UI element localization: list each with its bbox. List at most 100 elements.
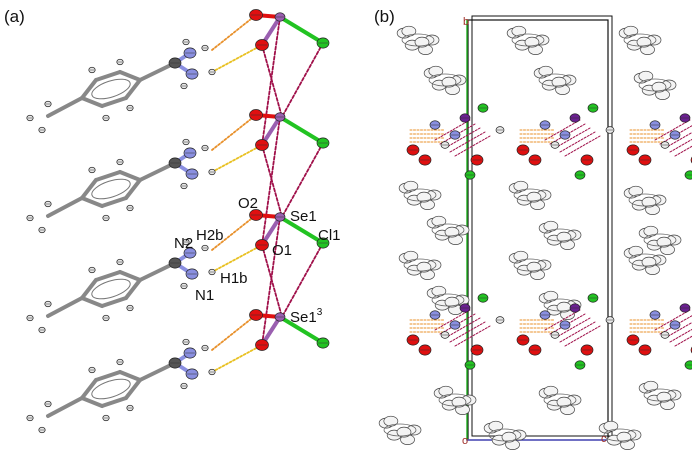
carbon-atom: [603, 420, 619, 432]
carbon-atom: [616, 431, 632, 443]
bond: [80, 378, 98, 400]
carbon-atom: [551, 76, 567, 88]
carbon-atom: [444, 296, 460, 308]
bond: [80, 96, 104, 108]
atom-label-h2b: H2b: [196, 227, 224, 244]
axis-label-b: b: [463, 16, 469, 28]
carbon-atom: [641, 196, 657, 208]
aromatic-ring: [431, 223, 465, 237]
contact-line: [261, 44, 283, 118]
aromatic-ring: [623, 33, 657, 47]
contact-line: [261, 144, 283, 218]
atom-label-se1-symmetry: Se13: [290, 307, 323, 326]
carbon-atom: [438, 385, 454, 397]
carbon-atom: [431, 215, 447, 227]
carbon-atom: [488, 420, 504, 432]
bond: [138, 261, 177, 282]
carbon-atom: [628, 185, 644, 197]
contact-line: [211, 114, 257, 151]
atom-label-n2: N2: [174, 235, 193, 252]
bond: [94, 370, 122, 382]
carbon-atom: [501, 431, 517, 443]
aromatic-ring: [543, 393, 577, 407]
bond: [46, 196, 84, 218]
carbon-atom: [543, 290, 559, 302]
aromatic-ring: [643, 388, 677, 402]
bond: [278, 15, 325, 45]
carbon-atom: [513, 250, 529, 262]
contact-line: [281, 42, 324, 118]
contact-line: [439, 123, 476, 145]
contact-line: [211, 214, 257, 251]
bond: [80, 278, 98, 300]
carbon-atom: [416, 261, 432, 273]
carbon-atom: [543, 385, 559, 397]
bond: [46, 96, 84, 118]
carbon-atom: [431, 285, 447, 297]
atom-label-n1: N1: [195, 287, 214, 304]
bond: [124, 78, 142, 100]
contact-line: [211, 314, 257, 351]
contact-line: [554, 317, 591, 339]
carbon-atom: [403, 180, 419, 192]
carbon-atom: [416, 191, 432, 203]
bond: [118, 170, 142, 182]
contact-line: [261, 244, 283, 318]
aromatic-ring: [403, 188, 437, 202]
carbon-atom: [401, 25, 417, 37]
panel-a-label: (a): [4, 7, 25, 26]
contact-line: [544, 119, 581, 141]
aromatic-ring: [513, 188, 547, 202]
contact-line: [211, 144, 263, 173]
aromatic-ring: [91, 178, 131, 200]
bond: [124, 278, 142, 300]
contact-line: [654, 309, 691, 331]
bond: [118, 70, 142, 82]
bond: [80, 196, 104, 208]
contact-line: [549, 313, 586, 335]
bond: [138, 61, 177, 82]
bond: [138, 161, 177, 182]
contact-line: [434, 119, 471, 141]
bond: [100, 396, 128, 408]
contact-line: [674, 145, 692, 157]
contact-line: [261, 16, 281, 146]
panel-b-packing: [378, 15, 692, 450]
bond: [94, 70, 122, 82]
aromatic-ring: [91, 378, 131, 400]
carbon-atom: [643, 225, 659, 237]
axis-label-c: c: [601, 433, 607, 445]
contact-line: [559, 131, 596, 153]
contact-line: [659, 125, 692, 145]
carbon-atom: [636, 36, 652, 48]
contact-line: [444, 127, 481, 149]
carbon-atom: [641, 256, 657, 268]
panel-a-chain: [26, 9, 330, 434]
carbon-atom: [656, 236, 672, 248]
bond: [80, 296, 104, 308]
atom-label-se1: Se1: [290, 208, 317, 225]
unit-cell-box: [467, 19, 609, 441]
aromatic-ring: [401, 33, 435, 47]
contact-line: [211, 344, 263, 373]
contact-line: [669, 138, 692, 153]
contact-line: [454, 325, 491, 347]
bond: [100, 96, 128, 108]
carbon-atom: [656, 391, 672, 403]
contact-line: [664, 321, 692, 339]
contact-line: [544, 309, 581, 331]
panel-b-label: (b): [374, 7, 395, 26]
contact-line: [449, 131, 486, 153]
aromatic-ring: [431, 293, 465, 307]
aromatic-ring: [643, 233, 677, 247]
contact-line: [261, 116, 281, 246]
carbon-atom: [543, 220, 559, 232]
carbon-atom: [396, 426, 412, 438]
aromatic-ring: [511, 33, 545, 47]
carbon-atom: [643, 380, 659, 392]
se1-sym-superscript: 3: [317, 307, 323, 318]
carbon-atom: [428, 65, 444, 77]
contact-line: [549, 123, 586, 145]
bond: [124, 378, 142, 400]
carbon-atom: [403, 250, 419, 262]
